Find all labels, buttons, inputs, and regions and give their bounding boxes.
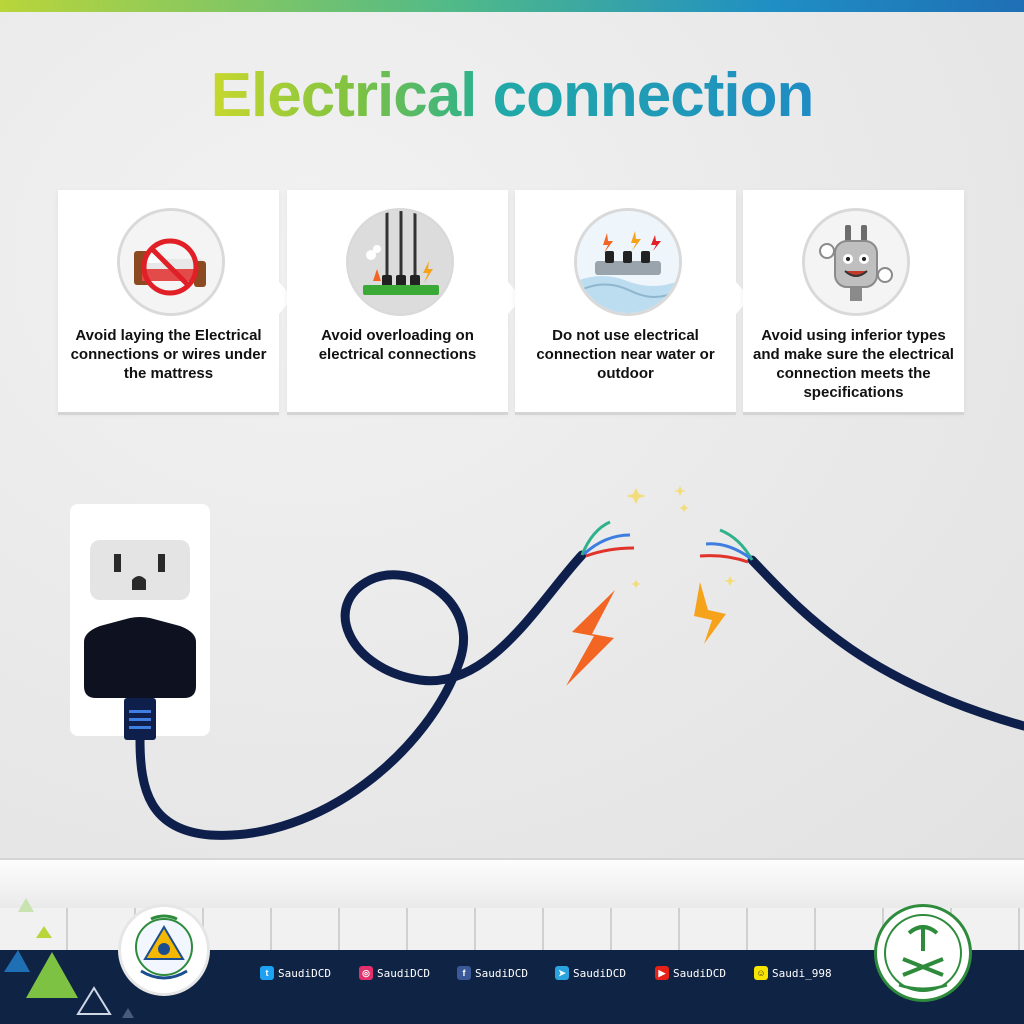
social-handle: SaudiDCD xyxy=(475,966,528,980)
social-handle: Saudi_998 xyxy=(772,966,832,980)
social-youtube[interactable]: ▶ SaudiDCD xyxy=(655,966,726,980)
title-part-2: connection xyxy=(492,61,815,130)
page-title: Electrical connection xyxy=(0,60,1024,131)
tip-card-4: Avoid using inferior types and make sure… xyxy=(743,190,964,412)
ministry-emblem-logo xyxy=(874,904,972,1002)
spark-left xyxy=(566,590,615,686)
overload-plugs-icon xyxy=(346,208,454,316)
title-part-1: Electrical xyxy=(210,61,478,130)
plug-head xyxy=(84,617,196,698)
social-handle: SaudiDCD xyxy=(673,966,726,980)
instagram-icon: ◎ xyxy=(359,966,373,980)
social-twitter[interactable]: t SaudiDCD xyxy=(260,966,331,980)
tip-text-2: Avoid overloading on electrical connecti… xyxy=(318,327,477,363)
social-instagram[interactable]: ◎ SaudiDCD xyxy=(359,966,430,980)
cable-left xyxy=(135,550,587,840)
social-handle: SaudiDCD xyxy=(278,966,331,980)
tip-text-4: Avoid using inferior types and make sure… xyxy=(753,327,954,401)
tip-card-2: Avoid overloading on electrical connecti… xyxy=(287,190,508,412)
happy-plug-icon xyxy=(802,208,910,316)
spark-right xyxy=(694,582,726,644)
bed-no-icon xyxy=(117,208,225,316)
youtube-icon: ▶ xyxy=(655,966,669,980)
top-gradient-bar xyxy=(0,0,1024,12)
social-handle: SaudiDCD xyxy=(573,966,626,980)
tip-card-1: Avoid laying the Electrical connections … xyxy=(58,190,279,412)
civil-defense-logo xyxy=(118,904,210,996)
cable-right xyxy=(747,555,1024,731)
snapchat-icon: ☺ xyxy=(754,966,768,980)
outlet-socket xyxy=(90,540,190,600)
social-snapchat[interactable]: ☺ Saudi_998 xyxy=(754,966,832,980)
social-facebook[interactable]: f SaudiDCD xyxy=(457,966,528,980)
power-strip-water-icon xyxy=(574,208,682,316)
telegram-icon: ➤ xyxy=(555,966,569,980)
tip-card-3: Do not use electrical connection near wa… xyxy=(515,190,736,412)
social-handle: SaudiDCD xyxy=(377,966,430,980)
tip-text-1: Avoid laying the Electrical connections … xyxy=(70,327,267,382)
twitter-icon: t xyxy=(260,966,274,980)
facebook-icon: f xyxy=(457,966,471,980)
broken-cable-illustration xyxy=(70,486,1024,840)
social-telegram[interactable]: ➤ SaudiDCD xyxy=(555,966,626,980)
tip-text-3: Do not use electrical connection near wa… xyxy=(536,327,715,382)
decorative-triangles xyxy=(4,898,134,1018)
baseboard xyxy=(0,858,1024,910)
